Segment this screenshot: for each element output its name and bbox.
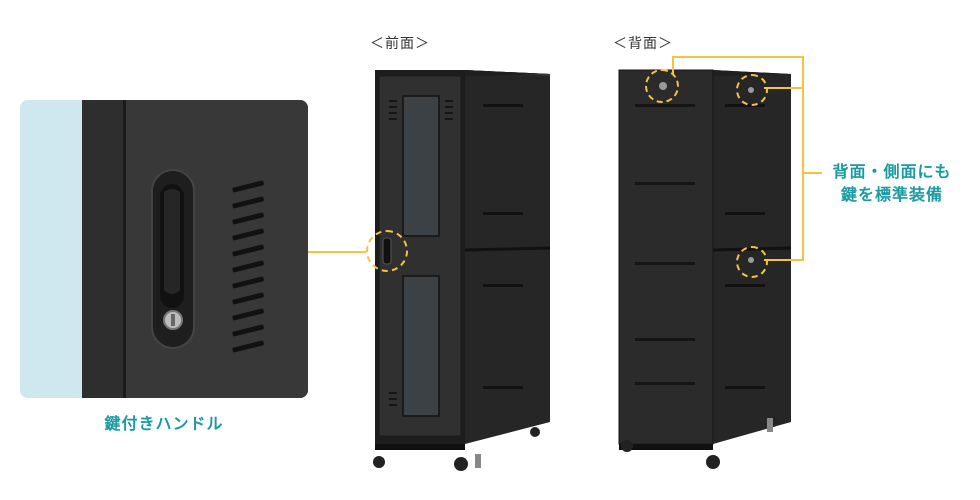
handle-callout-line bbox=[308, 251, 366, 253]
back-view-label: ＜背面＞ bbox=[613, 36, 673, 52]
rack-front-image bbox=[373, 70, 551, 471]
side-back-lock-caption-line2: 鍵を標準装備 bbox=[840, 185, 943, 204]
rack-back-image bbox=[618, 69, 792, 469]
back-lock-callout-top bbox=[672, 56, 804, 58]
front-view-label: ＜前面＞ bbox=[370, 36, 430, 52]
back-lock-highlight bbox=[645, 69, 679, 103]
side-upper-lock-highlight bbox=[736, 74, 768, 106]
callout-vertical-right bbox=[802, 56, 804, 261]
side-upper-callout bbox=[764, 87, 804, 89]
caption-connector bbox=[804, 172, 822, 174]
back-lock-callout-drop bbox=[672, 56, 674, 74]
side-back-lock-caption: 背面・側面にも 鍵を標準装備 bbox=[822, 160, 962, 206]
lock-handle-icon bbox=[151, 169, 195, 349]
handle-zoom-image bbox=[20, 100, 308, 398]
handle-caption: 鍵付きハンドル bbox=[104, 414, 224, 433]
handle-zoom-panel bbox=[20, 100, 308, 398]
front-handle-highlight bbox=[366, 230, 408, 272]
side-lower-lock-highlight bbox=[736, 246, 768, 278]
side-lower-callout bbox=[764, 259, 804, 261]
side-back-lock-caption-line1: 背面・側面にも bbox=[832, 162, 952, 181]
